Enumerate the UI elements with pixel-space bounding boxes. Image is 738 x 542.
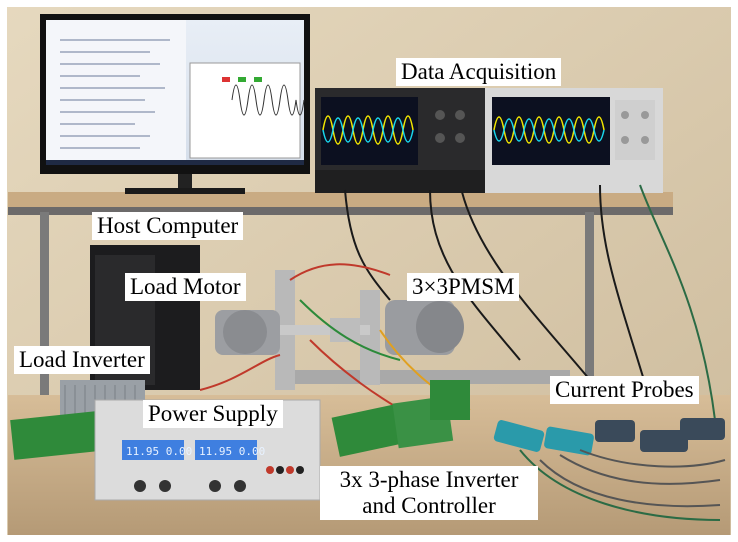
label-load-motor: Load Motor bbox=[125, 273, 246, 301]
load-inverter-pcb bbox=[10, 410, 109, 460]
inverter-board-3 bbox=[430, 380, 470, 420]
label-current-probes: Current Probes bbox=[550, 376, 699, 404]
test-bench-rail bbox=[280, 370, 570, 384]
supply-display-right-text: 11.95 0.00 bbox=[199, 445, 265, 458]
label-load-inverter: Load Inverter bbox=[14, 346, 150, 374]
label-power-supply: Power Supply bbox=[143, 400, 283, 428]
coupling-shaft bbox=[280, 325, 370, 335]
supply-display-left-text: 11.95 0.00 bbox=[126, 445, 192, 458]
label-inverter-controller: 3x 3-phase Inverter and Controller bbox=[320, 466, 538, 520]
monitor-stand bbox=[178, 174, 192, 190]
label-host-computer: Host Computer bbox=[92, 212, 244, 240]
label-pmsm: 3×3PMSM bbox=[407, 273, 520, 301]
supply-display-right bbox=[195, 440, 257, 460]
supply-display-left bbox=[122, 440, 184, 460]
shelf bbox=[8, 192, 673, 208]
label-data-acquisition: Data Acquisition bbox=[396, 58, 562, 86]
label-inverter-line1: 3x 3-phase Inverter bbox=[339, 467, 519, 492]
inverter-board-1 bbox=[331, 403, 409, 457]
current-probes bbox=[493, 418, 725, 456]
shelf-leg-left bbox=[40, 212, 49, 397]
label-inverter-line2: and Controller bbox=[362, 493, 496, 518]
shelf-leg-right bbox=[585, 212, 594, 387]
